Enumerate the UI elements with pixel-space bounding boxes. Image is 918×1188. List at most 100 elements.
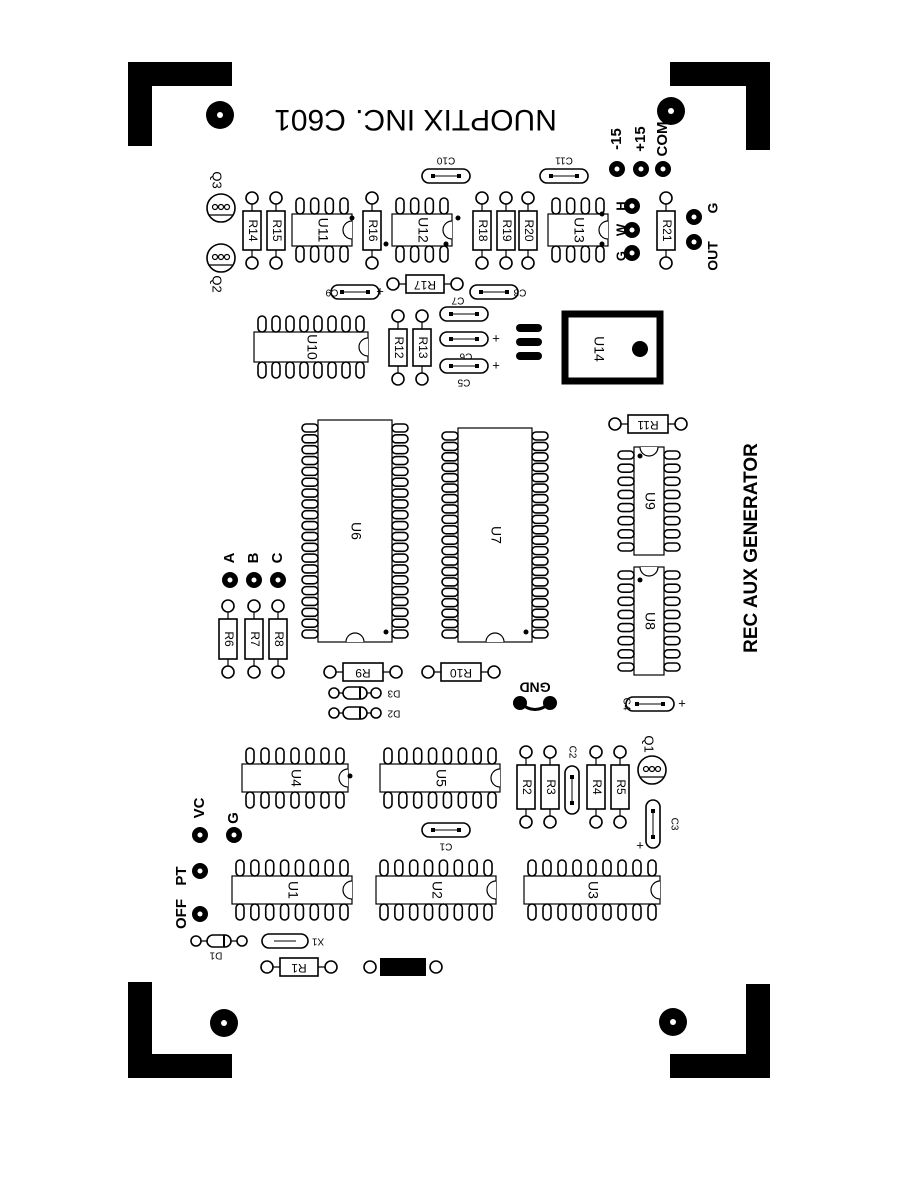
ic-pin-pad [290, 791, 300, 809]
component-label: D1 [209, 949, 222, 960]
ic-u10: U10 [253, 315, 369, 379]
ic-pin-pad [557, 903, 567, 921]
ic-pin-pad [341, 361, 351, 379]
component-label: C6 [459, 350, 472, 361]
ic-pin-pad [327, 361, 337, 379]
ic-pin-pad [264, 859, 275, 877]
ic-pin-pad [531, 493, 549, 504]
pad-label: H [613, 201, 628, 210]
ic-pin-pad [379, 859, 389, 877]
ic-pin-pad [441, 431, 459, 441]
ic-pin-pad [339, 197, 349, 215]
pin1-marker [599, 211, 605, 217]
ic-pin-pad [531, 441, 549, 452]
ic-pin-pad [245, 747, 255, 765]
ic-pin-pad [617, 635, 635, 646]
ic-pin-pad [442, 791, 453, 809]
resistor-r15: R15 [266, 191, 286, 270]
ic-pin-pad [542, 903, 552, 921]
pad-label: W [613, 223, 628, 236]
ic-pin-pad [487, 791, 497, 809]
ic-pin-pad [663, 476, 681, 487]
resistor-r4: R4 [586, 745, 606, 829]
ic-pin-pad [438, 903, 449, 921]
ic-pin-pad [617, 649, 635, 659]
ic-pin-pad [531, 566, 549, 577]
diode-d1: D1 [190, 934, 248, 960]
corner-bracket-top-right [670, 62, 770, 150]
ic-pin-pad [472, 747, 482, 765]
ic-u6: U6 [301, 419, 409, 643]
ic-pin-pad [468, 903, 478, 921]
ic-pin-pad [301, 520, 319, 531]
resistor-r9: R9 [323, 662, 403, 682]
ic-pin-pad [441, 493, 459, 504]
ic-pin-pad [391, 607, 409, 618]
corner-bracket-top-left [128, 62, 232, 146]
component-label: C4 [620, 698, 631, 711]
ic-pin-pad [301, 596, 319, 607]
ic-u13: U13 [547, 197, 609, 263]
ic-pin-pad [264, 903, 275, 921]
resistor-r8: R8 [268, 599, 288, 679]
component-label: U4 [288, 769, 304, 787]
ic-pin-pad [391, 434, 409, 444]
diode-d2: D2 [328, 706, 400, 720]
polarity-mark: + [678, 695, 686, 710]
component-label: R14 [246, 219, 260, 241]
ic-pin-pad [398, 747, 408, 765]
ic-pin-pad [391, 542, 409, 553]
ic-pin-pad [391, 531, 409, 542]
ic-pin-pad [531, 597, 549, 608]
component-label: R42 [392, 961, 414, 975]
ic-pin-pad [441, 629, 459, 639]
component-label: U10 [304, 334, 320, 360]
capacitor-c5: C5 [439, 358, 489, 387]
ic-pin-pad [531, 483, 549, 493]
pad-label: -15 [608, 128, 625, 150]
pad-label: A [221, 552, 238, 563]
ic-pin-pad [423, 903, 434, 921]
component-label: R3 [544, 779, 558, 795]
ic-pin-pad [279, 903, 290, 921]
ic-pin-pad [632, 859, 642, 877]
ic-pin-pad [572, 859, 582, 877]
ic-pin-pad [301, 455, 319, 466]
ic-pin-pad [275, 791, 285, 809]
ic-pin-pad [531, 472, 549, 483]
ic-pin-pad [355, 361, 365, 379]
component-label: Q2 [210, 275, 225, 292]
ic-pin-pad [391, 444, 409, 455]
pin1-marker [455, 215, 461, 221]
ic-pin-pad [438, 859, 449, 877]
resistor-r14: R14 [242, 191, 262, 270]
ic-pin-pad [531, 431, 549, 441]
ic-pin-pad [663, 609, 681, 620]
ic-pin-pad [483, 859, 493, 877]
ic-u5: U5 [379, 747, 501, 809]
component-label: Q1 [642, 735, 657, 752]
polarity-mark: + [492, 330, 500, 345]
component-label: U6 [348, 522, 364, 540]
corner-brackets [128, 62, 770, 1078]
resistor-r19: R19 [496, 191, 516, 270]
ic-pin-pad [531, 514, 549, 525]
component-label: R18 [476, 219, 490, 241]
ic-pin-pad [531, 608, 549, 618]
component-label: R13 [416, 336, 430, 358]
resistor-r7: R7 [244, 599, 264, 679]
ic-pin-pad [391, 574, 409, 585]
ic-pin-pad [647, 903, 657, 921]
ic-pin-pad [602, 903, 612, 921]
transistor-q3: Q3 [206, 171, 236, 223]
ic-pin-pad [408, 859, 419, 877]
component-label: R20 [522, 219, 536, 241]
select-pad [246, 572, 262, 588]
ic-pin-pad [279, 859, 290, 877]
ic-pin-pad [441, 504, 459, 514]
component-label: D2 [387, 707, 400, 718]
ic-pin-pad [441, 587, 459, 598]
board-title: REC AUX GENERATOR [741, 443, 762, 653]
